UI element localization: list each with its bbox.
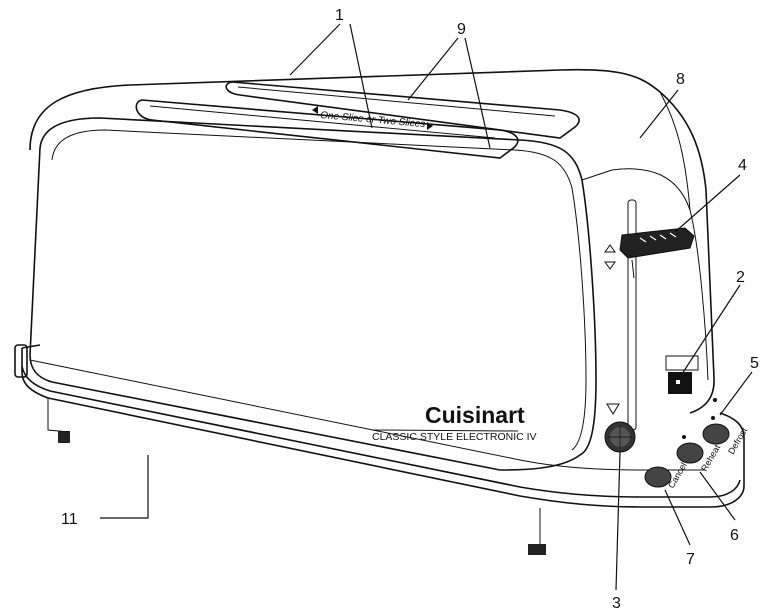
callout-7: 7 <box>686 551 695 568</box>
callout-9: 9 <box>457 21 466 38</box>
bread-slots <box>135 81 580 159</box>
browning-control-dial[interactable] <box>604 421 636 453</box>
cancel-button[interactable]: Cancel <box>644 461 689 490</box>
shade-display <box>665 355 699 394</box>
callout-leaders <box>100 23 753 591</box>
reheat-button-label: Reheat <box>699 442 722 473</box>
indicator-light <box>711 416 715 420</box>
carriage-lever[interactable] <box>619 227 695 279</box>
indicator-light <box>713 398 717 402</box>
callout-6: 6 <box>730 527 739 544</box>
callout-8: 8 <box>676 71 685 88</box>
brand-plate: Cuisinart CLASSIC STYLE ELECTRONIC IV <box>371 402 537 443</box>
callout-3: 3 <box>612 595 621 612</box>
callout-5: 5 <box>750 355 759 372</box>
callout-4: 4 <box>738 157 747 174</box>
brand-name: Cuisinart <box>425 402 525 428</box>
callout-11: 11 <box>61 511 78 528</box>
callout-2: 2 <box>736 269 745 286</box>
toaster-housing: One Slice or Two Slices Cuisinart <box>29 68 715 471</box>
defrost-button-label: Defrost <box>726 425 749 456</box>
callout-numbers: 1 9 8 4 2 5 11 6 7 3 <box>61 7 759 612</box>
callout-1: 1 <box>335 7 344 24</box>
toaster-base <box>14 344 745 555</box>
model-line: CLASSIC STYLE ELECTRONIC IV <box>372 431 537 443</box>
control-buttons: Cancel Reheat Defrost <box>644 398 749 490</box>
indicator-light <box>682 435 686 439</box>
